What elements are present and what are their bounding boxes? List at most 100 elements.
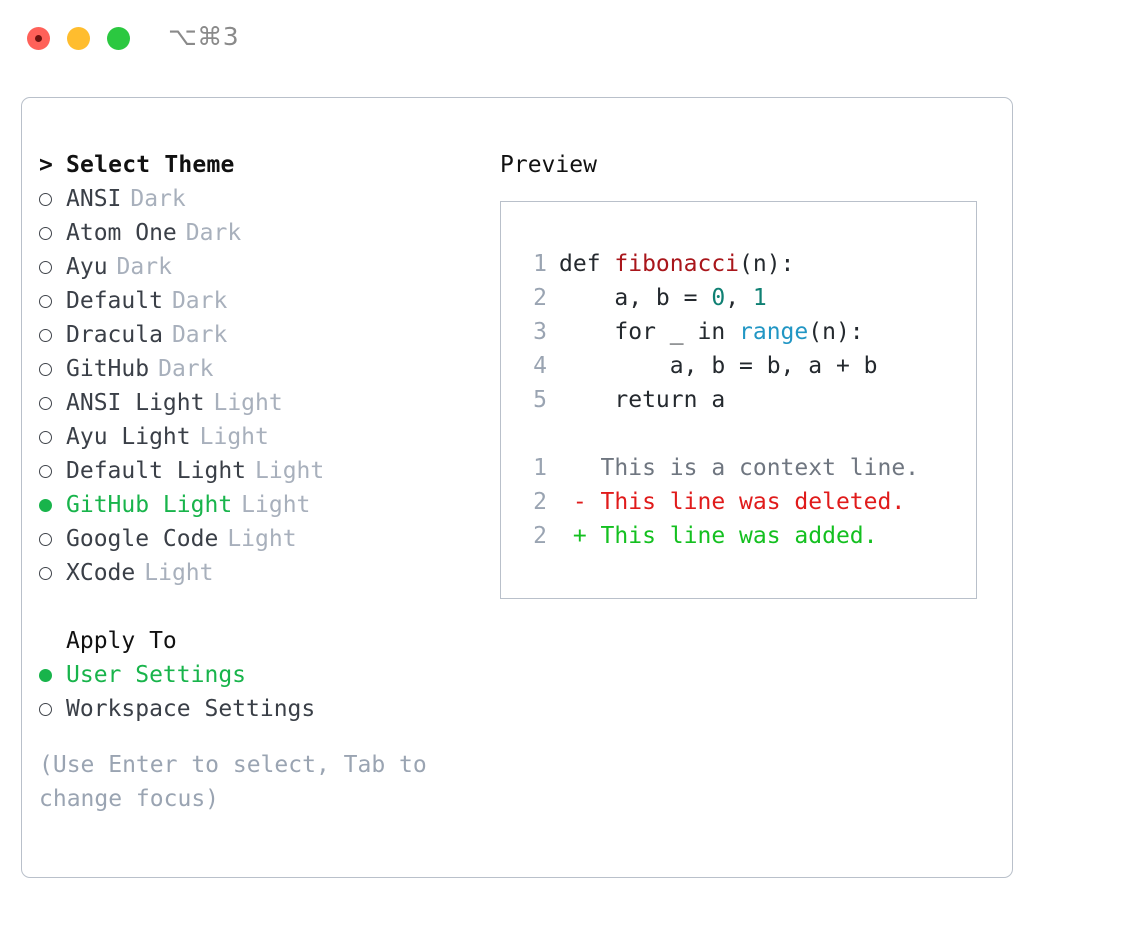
radio-glyph: [39, 226, 52, 240]
apply-to-item[interactable]: Workspace Settings: [39, 692, 489, 726]
radio-selected-icon[interactable]: [39, 498, 66, 512]
diff-line-text: This line was deleted.: [600, 489, 906, 515]
code-token-plain: a, b = b, a + b: [559, 353, 878, 379]
radio-unselected-icon[interactable]: [39, 362, 66, 376]
code-line-number: 1: [533, 251, 547, 277]
preview-spacer: [517, 417, 976, 451]
diff-sample: 1 This is a context line. 2 - This line w…: [517, 451, 976, 553]
theme-list-item[interactable]: Dracula Dark: [39, 318, 489, 352]
diff-line-number: 2: [533, 489, 547, 515]
radio-glyph: [39, 498, 52, 512]
radio-glyph: [39, 532, 52, 546]
radio-unselected-icon[interactable]: [39, 464, 66, 478]
apply-to-item-label: Workspace Settings: [66, 696, 316, 722]
radio-selected-icon[interactable]: [39, 668, 66, 682]
radio-glyph: [39, 566, 52, 580]
diff-line-text: This is a context line.: [600, 455, 920, 481]
theme-item-label: Dracula: [66, 322, 163, 348]
radio-unselected-icon[interactable]: [39, 226, 66, 240]
radio-unselected-icon[interactable]: [39, 532, 66, 546]
radio-glyph: [39, 192, 52, 206]
diff-line-number: 2: [533, 523, 547, 549]
theme-item-variant-tag: Dark: [130, 186, 186, 212]
theme-item-label: XCode: [66, 560, 136, 586]
apply-to-heading: Apply To: [39, 624, 489, 658]
radio-glyph: [39, 396, 52, 410]
radio-unselected-icon[interactable]: [39, 294, 66, 308]
radio-glyph: [39, 294, 52, 308]
code-token-num: 1: [752, 285, 767, 311]
theme-list-item[interactable]: Google Code Light: [39, 522, 489, 556]
diff-line: 2 - This line was deleted.: [517, 485, 976, 519]
theme-item-variant-tag: Light: [241, 492, 311, 518]
radio-unselected-icon[interactable]: [39, 566, 66, 580]
code-token-plain: return a: [559, 387, 726, 413]
radio-unselected-icon[interactable]: [39, 396, 66, 410]
code-line-number: 5: [533, 387, 547, 413]
minimize-button-icon[interactable]: [67, 27, 90, 50]
theme-item-label: GitHub Light: [66, 492, 233, 518]
radio-unselected-icon[interactable]: [39, 260, 66, 274]
preview-title: Preview: [500, 152, 597, 178]
maximize-button-icon[interactable]: [107, 27, 130, 50]
window-controls: [27, 27, 130, 50]
code-line: 2 a, b = 0, 1: [517, 281, 976, 315]
diff-sign: +: [559, 523, 601, 549]
close-button-icon[interactable]: [27, 27, 50, 50]
theme-list-item[interactable]: GitHub Light Light: [39, 488, 489, 522]
theme-item-variant-tag: Light: [255, 458, 325, 484]
theme-item-label: Default: [66, 288, 163, 314]
apply-to-item[interactable]: User Settings: [39, 658, 489, 692]
radio-unselected-icon[interactable]: [39, 328, 66, 342]
theme-item-label: Default Light: [66, 458, 247, 484]
code-line-number: 3: [533, 319, 547, 345]
theme-item-variant-tag: Dark: [171, 288, 228, 314]
diff-line-number: 1: [533, 455, 547, 481]
code-token-plain: (n):: [739, 251, 795, 277]
code-token-num: 0: [711, 285, 726, 311]
select-theme-heading: > Select Theme: [39, 148, 489, 182]
radio-glyph: [39, 260, 52, 274]
diff-line: 2 + This line was added.: [517, 519, 976, 553]
code-token-builtin: range: [739, 319, 809, 345]
radio-glyph: [39, 362, 52, 376]
radio-unselected-icon[interactable]: [39, 702, 66, 716]
code-line-number: 2: [533, 285, 547, 311]
radio-unselected-icon[interactable]: [39, 192, 66, 206]
code-token-plain: ,: [725, 285, 753, 311]
theme-item-variant-tag: Dark: [158, 356, 214, 382]
code-line: 3 for _ in range(n):: [517, 315, 976, 349]
theme-item-label: Google Code: [66, 526, 219, 552]
select-theme-heading-label: Select Theme: [66, 152, 235, 178]
theme-item-variant-tag: Dark: [116, 254, 172, 280]
radio-glyph: [39, 668, 52, 682]
theme-list-item[interactable]: Default Dark: [39, 284, 489, 318]
theme-item-variant-tag: Light: [227, 526, 297, 552]
theme-item-variant-tag: Light: [213, 390, 283, 416]
title-bar: ⌥⌘3: [0, 0, 1140, 76]
radio-glyph: [39, 464, 52, 478]
code-line-number: 4: [533, 353, 547, 379]
theme-item-variant-tag: Dark: [171, 322, 228, 348]
keyboard-hint-text: (Use Enter to select, Tab to change focu…: [39, 752, 427, 812]
theme-list-item[interactable]: Default Light Light: [39, 454, 489, 488]
theme-item-variant-tag: Dark: [185, 220, 242, 246]
apply-to-heading-label: Apply To: [66, 628, 177, 654]
radio-unselected-icon[interactable]: [39, 430, 66, 444]
code-token-fn: fibonacci: [614, 251, 740, 277]
radio-glyph: [39, 328, 52, 342]
